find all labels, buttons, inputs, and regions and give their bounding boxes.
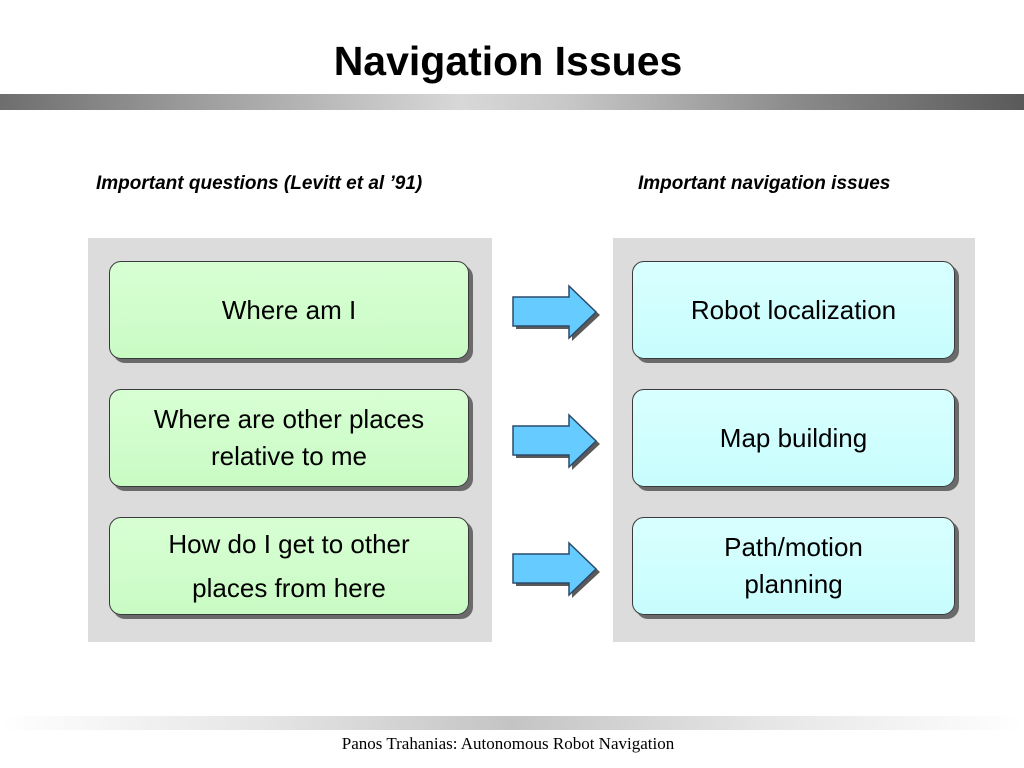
question-text: Where are other places relative to me bbox=[153, 404, 425, 471]
question-text: How do I get to other places from here bbox=[168, 529, 410, 603]
footer-divider bbox=[0, 716, 1024, 730]
footer-text: Panos Trahanias: Autonomous Robot Naviga… bbox=[341, 734, 675, 753]
right-column-heading: Important navigation issues bbox=[638, 173, 891, 194]
issue-text: Robot localization bbox=[690, 294, 897, 325]
issue-text: Map building bbox=[719, 422, 868, 453]
issue-box-path-planning: Path/motion planning bbox=[632, 517, 955, 615]
question-box-get-to-places: How do I get to other places from here bbox=[109, 517, 469, 615]
issue-box-map-building: Map building bbox=[632, 389, 955, 487]
issue-text: Path/motion planning bbox=[724, 532, 863, 599]
question-box-where-am-i: Where am I bbox=[109, 261, 469, 359]
issue-box-robot-localization: Robot localization bbox=[632, 261, 955, 359]
right-arrow-icon bbox=[512, 284, 600, 341]
question-box-other-places: Where are other places relative to me bbox=[109, 389, 469, 487]
left-column-heading: Important questions (Levitt et al ’91) bbox=[96, 173, 423, 194]
right-arrow-icon bbox=[512, 413, 600, 470]
question-text: Where am I bbox=[221, 294, 357, 325]
right-arrow-icon bbox=[512, 541, 600, 598]
slide-title: Navigation Issues bbox=[333, 38, 683, 84]
title-divider bbox=[0, 94, 1024, 110]
